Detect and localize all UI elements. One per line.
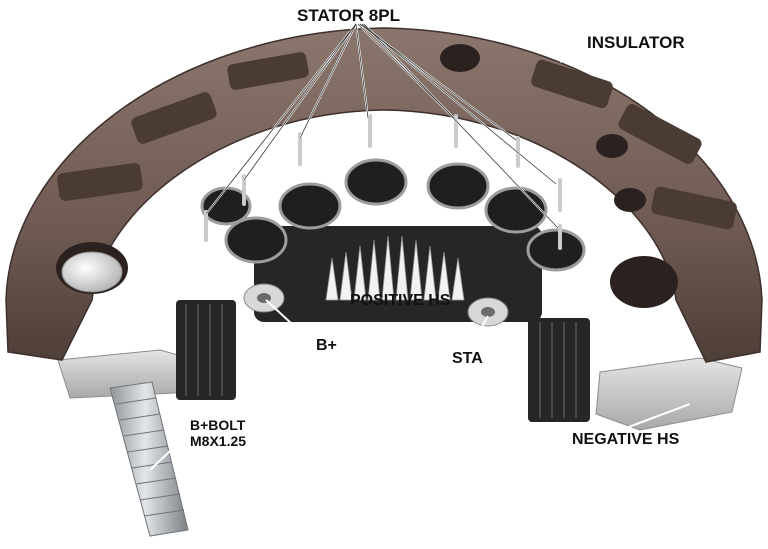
b-bolt-label: B+BOLT M8X1.25 [190, 417, 246, 449]
b-plus-cap-terminal [61, 251, 123, 293]
heatsink-fin-lines [185, 304, 577, 418]
diode-rings [200, 158, 586, 272]
sta-label: STA [452, 350, 483, 367]
negative-hs-label: NEGATIVE HS [572, 431, 680, 448]
b-bolt-label-line1: B+BOLT [190, 417, 246, 433]
b-plus-bolt [109, 381, 189, 537]
b-plus-label: B+ [316, 337, 337, 354]
positive-hs-label: POSITIVE HS [350, 292, 451, 309]
negative-heatsink-plates [57, 349, 743, 431]
stator-pins [204, 114, 562, 250]
stator-label: STATOR 8PL [297, 6, 400, 25]
insulator-notches [57, 52, 737, 230]
positive-heatsink-teeth [325, 235, 465, 301]
leader-lines-dark [205, 23, 559, 229]
terminal-washers [243, 283, 509, 327]
insulator-label: INSULATOR [587, 33, 685, 52]
b-bolt-label-line2: M8X1.25 [190, 433, 247, 450]
